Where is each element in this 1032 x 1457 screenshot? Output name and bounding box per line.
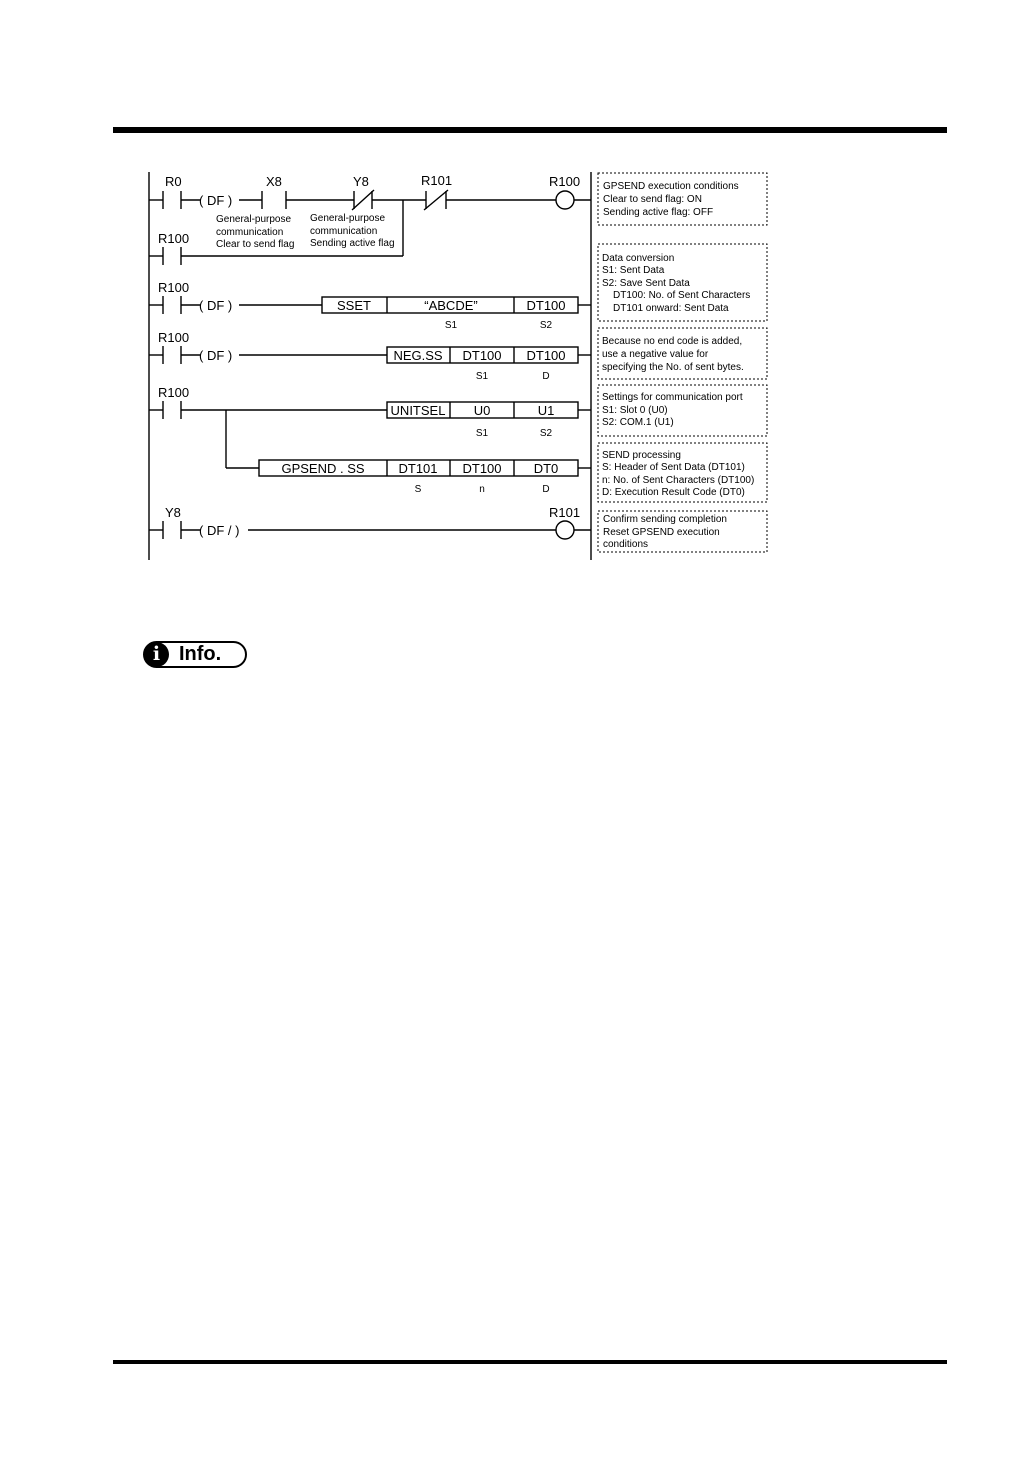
gpsend-operand-1: S (415, 484, 422, 495)
gpsend-cell-1: GPSEND . SS (281, 461, 364, 476)
note-2-line-3: S2: Save Sent Data (602, 278, 690, 289)
note-1-line-1: GPSEND execution conditions (603, 181, 739, 192)
neg-operand-2: D (542, 371, 549, 382)
label-x8: X8 (266, 174, 282, 189)
note-4-line-1: Settings for communication port (602, 392, 743, 403)
sset-operand-1: S1 (445, 320, 458, 331)
note-2-line-2: S1: Sent Data (602, 265, 665, 276)
note-6-line-2: Reset GPSEND execution (603, 527, 720, 538)
sset-cell-1: SSET (337, 298, 371, 313)
gpsend-cell-2: DT101 (398, 461, 437, 476)
label-r100-rung3: R100 (158, 330, 189, 345)
df-r1: ( DF ) (199, 193, 232, 208)
note-2-line-4: DT100: No. of Sent Characters (613, 290, 750, 301)
gpsend-operand-3: D (542, 484, 549, 495)
neg-operand-1: S1 (476, 371, 489, 382)
neg-cell-2: DT100 (462, 348, 501, 363)
note-3-line-1: Because no end code is added, (602, 336, 742, 347)
unitsel-operand-2: S2 (540, 428, 553, 439)
sset-operand-2: S2 (540, 320, 553, 331)
top-rule (113, 127, 947, 133)
y8-comment-3: Sending active flag (310, 238, 395, 249)
x8-comment-2: communication (216, 227, 283, 238)
info-badge: i Info. (143, 641, 247, 668)
note-box-4 (597, 384, 768, 437)
coil-r100 (555, 190, 575, 210)
note-1-line-2: Clear to send flag: ON (603, 194, 702, 205)
gpsend-cell-4: DT0 (534, 461, 559, 476)
label-y8: Y8 (353, 174, 369, 189)
note-box-6 (597, 510, 768, 553)
contact-r101-slash (423, 189, 449, 211)
sset-cell-2: “ABCDE” (424, 298, 477, 313)
bottom-rule (113, 1360, 947, 1364)
note-3-line-2: use a negative value for (602, 349, 709, 360)
df-r2: ( DF ) (199, 298, 232, 313)
gpsend-cell-3: DT100 (462, 461, 501, 476)
note-4-line-2: S1: Slot 0 (U0) (602, 405, 668, 416)
x8-comment-3: Clear to send flag (216, 239, 294, 250)
note-1-line-3: Sending active flag: OFF (603, 207, 713, 218)
unitsel-operand-1: S1 (476, 428, 489, 439)
note-2-line-5: DT101 onward: Sent Data (613, 303, 729, 314)
neg-cell-1: NEG.SS (393, 348, 442, 363)
label-r0: R0 (165, 174, 182, 189)
note-5-line-3: n: No. of Sent Characters (DT100) (602, 475, 754, 486)
note-6-line-1: Confirm sending completion (603, 514, 727, 525)
label-y8-rung6: Y8 (165, 505, 181, 520)
y8-comment-1: General-purpose (310, 213, 385, 224)
info-icon: i (144, 642, 169, 667)
note-box-1 (597, 172, 768, 226)
label-r100-rung4: R100 (158, 385, 189, 400)
note-3-line-3: specifying the No. of sent bytes. (602, 362, 744, 373)
ladder-diagram: R0 ( DF ) X8 Y8 R101 R100 General-purpos… (148, 172, 768, 560)
neg-cell-3: DT100 (526, 348, 565, 363)
label-coil-r101: R101 (549, 505, 580, 520)
label-r100-hold: R100 (158, 231, 189, 246)
note-4-line-3: S2: COM.1 (U1) (602, 417, 674, 428)
unitsel-cell-3: U1 (538, 403, 555, 418)
df-r6: ( DF / ) (199, 523, 239, 538)
x8-comment-1: General-purpose (216, 214, 291, 225)
info-label: Info. (179, 643, 222, 665)
unitsel-cell-1: UNITSEL (391, 403, 446, 418)
sset-cell-3: DT100 (526, 298, 565, 313)
label-r101: R101 (421, 173, 452, 188)
note-5-line-1: SEND processing (602, 450, 681, 461)
note-box-3 (597, 327, 768, 380)
y8-comment-2: communication (310, 226, 377, 237)
gpsend-operand-2: n (479, 484, 485, 495)
note-box-5 (597, 442, 768, 503)
label-coil-r100: R100 (549, 174, 580, 189)
unitsel-cell-2: U0 (474, 403, 491, 418)
note-6-line-3: conditions (603, 539, 648, 550)
note-5-line-2: S: Header of Sent Data (DT101) (602, 462, 745, 473)
note-box-2 (597, 243, 768, 322)
label-r100-rung2: R100 (158, 280, 189, 295)
coil-r101 (555, 520, 575, 540)
df-r3: ( DF ) (199, 348, 232, 363)
note-5-line-4: D: Execution Result Code (DT0) (602, 487, 745, 498)
note-2-line-1: Data conversion (602, 253, 674, 264)
contact-y8-slash (351, 189, 375, 211)
